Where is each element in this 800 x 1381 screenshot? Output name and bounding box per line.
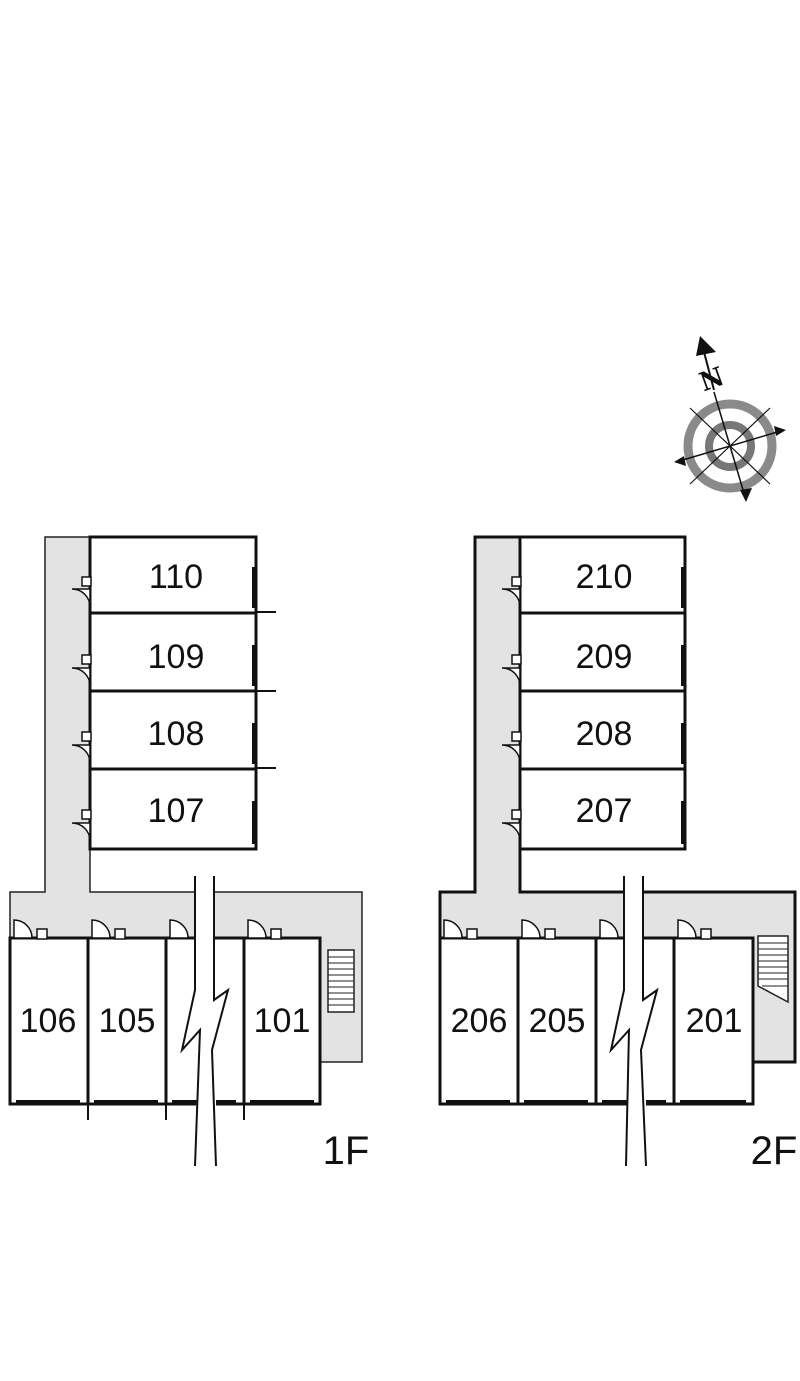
unit-101 [242, 936, 322, 1106]
unit-label: 105 [99, 1002, 156, 1040]
floor-label-2f: 2F [751, 1129, 798, 1173]
stairs-1f [327, 949, 355, 1013]
unit-label: 106 [20, 1002, 77, 1040]
break-line [609, 876, 660, 1167]
unit-label: 210 [576, 558, 633, 596]
floor-1f: 110 109 108 107 106 105 101 1F [8, 535, 370, 1173]
door-icon [13, 919, 282, 940]
unit-label: 101 [254, 1002, 311, 1040]
unit-209 [518, 611, 687, 693]
unit-label: 205 [529, 1002, 586, 1040]
unit-208 [518, 689, 687, 771]
door-icon [501, 576, 522, 842]
unit-label: 108 [148, 715, 205, 753]
unit-label: 110 [149, 558, 203, 596]
unit-label: 206 [451, 1002, 508, 1040]
unit-107 [88, 767, 258, 851]
unit-label: 208 [576, 715, 633, 753]
unit-label: 209 [576, 638, 633, 676]
unit-label: 109 [148, 638, 205, 676]
unit-label: 107 [148, 792, 205, 830]
unit-label: 201 [686, 1002, 743, 1040]
unit-label: 207 [576, 792, 633, 830]
floor-2f: 210 209 208 207 206 205 201 2F [438, 535, 798, 1173]
floor-label-1f: 1F [323, 1129, 370, 1173]
unit-210 [518, 535, 687, 615]
break-line [180, 876, 230, 1167]
door-icon [71, 576, 92, 842]
unit-105 [86, 936, 168, 1106]
unit-201 [672, 936, 755, 1106]
door-icon [443, 919, 712, 940]
unit-205 [516, 936, 598, 1106]
compass-north-label: N [696, 362, 729, 398]
unit-206 [438, 936, 520, 1106]
compass-icon: N [674, 336, 786, 502]
unit-207 [518, 767, 687, 851]
stairs-2f [757, 935, 789, 1004]
